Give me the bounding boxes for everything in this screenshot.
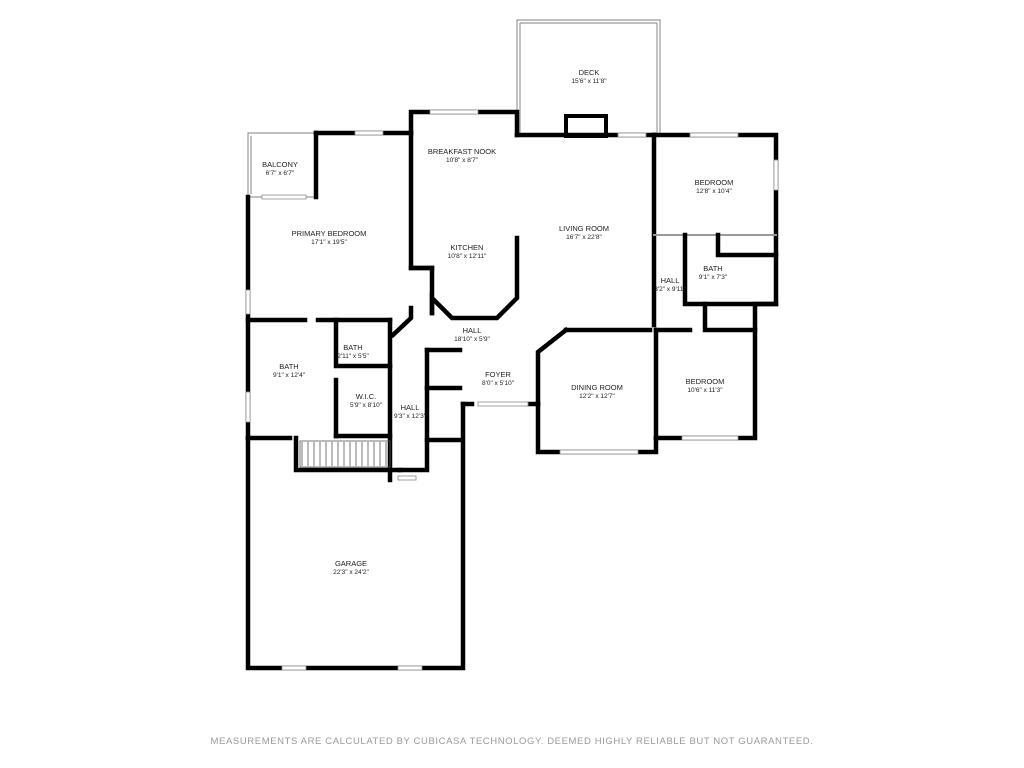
room-primary-bedroom: PRIMARY BEDROOM 17'1" x 19'5" — [292, 229, 367, 246]
room-deck: DECK 15'6" x 11'8" — [571, 68, 607, 85]
svg-text:BEDROOM: BEDROOM — [695, 178, 734, 187]
room-foyer: FOYER 8'0" x 5'10" — [482, 370, 515, 387]
room-bedroom-2: BEDROOM 10'6" x 11'3" — [686, 377, 725, 394]
svg-text:2'11" x 5'5": 2'11" x 5'5" — [337, 353, 369, 360]
svg-text:FOYER: FOYER — [485, 370, 511, 379]
svg-text:HALL: HALL — [463, 326, 482, 335]
room-hall-1: HALL 3'2" x 9'11" — [654, 276, 686, 293]
svg-text:KITCHEN: KITCHEN — [451, 243, 484, 252]
room-garage: GARAGE 22'3" x 24'2" — [333, 559, 369, 576]
svg-text:BREAKFAST NOOK: BREAKFAST NOOK — [428, 147, 496, 156]
deck-outline — [516, 19, 661, 135]
svg-text:12'8" x 10'4": 12'8" x 10'4" — [696, 188, 732, 195]
svg-text:22'3" x 24'2": 22'3" x 24'2" — [333, 569, 369, 576]
svg-text:HALL: HALL — [401, 403, 420, 412]
room-living-room: LIVING ROOM 16'7" x 22'8" — [559, 224, 609, 241]
stair-outline — [299, 440, 391, 468]
svg-text:6'7" x 6'7": 6'7" x 6'7" — [266, 170, 295, 177]
svg-text:10'8" x 12'11": 10'8" x 12'11" — [448, 253, 487, 260]
svg-text:BATH: BATH — [279, 362, 298, 371]
svg-text:9'3" x 12'3": 9'3" x 12'3" — [394, 413, 427, 420]
svg-text:12'2" x 12'7": 12'2" x 12'7" — [579, 393, 615, 400]
svg-text:DECK: DECK — [579, 68, 600, 77]
room-wic: W.I.C. 5'9" x 8'10" — [350, 392, 383, 409]
svg-text:8'0" x 5'10": 8'0" x 5'10" — [482, 380, 515, 387]
svg-text:BALCONY: BALCONY — [262, 160, 298, 169]
svg-text:HALL: HALL — [661, 276, 680, 285]
svg-text:9'1" x 7'3": 9'1" x 7'3" — [699, 274, 728, 281]
room-bath-primary: BATH 9'1" x 12'4" — [273, 362, 306, 379]
svg-text:9'1" x 12'4": 9'1" x 12'4" — [273, 372, 306, 379]
svg-text:BATH: BATH — [703, 264, 722, 273]
svg-text:3'2" x 9'11": 3'2" x 9'11" — [654, 286, 686, 293]
windows — [245, 109, 779, 671]
measurement-disclaimer: MEASUREMENTS ARE CALCULATED BY CUBICASA … — [210, 736, 814, 747]
svg-text:DINING ROOM: DINING ROOM — [571, 383, 623, 392]
svg-text:LIVING ROOM: LIVING ROOM — [559, 224, 609, 233]
room-bath-small: BATH 2'11" x 5'5" — [337, 343, 369, 360]
svg-text:BEDROOM: BEDROOM — [686, 377, 725, 386]
svg-text:15'6" x 11'8": 15'6" x 11'8" — [571, 78, 607, 85]
interior-walls — [245, 130, 779, 483]
svg-text:17'1" x 19'5": 17'1" x 19'5" — [311, 239, 347, 246]
room-labels: DECK 15'6" x 11'8" BALCONY 6'7" x 6'7" B… — [262, 68, 733, 576]
room-kitchen: KITCHEN 10'8" x 12'11" — [448, 243, 487, 260]
svg-text:PRIMARY BEDROOM: PRIMARY BEDROOM — [292, 229, 367, 238]
stairs — [299, 440, 391, 468]
room-bath-1: BATH 9'1" x 7'3" — [699, 264, 728, 281]
svg-text:5'9" x 8'10": 5'9" x 8'10" — [350, 402, 383, 409]
svg-text:16'7" x 22'8": 16'7" x 22'8" — [566, 234, 602, 241]
room-balcony: BALCONY 6'7" x 6'7" — [262, 160, 298, 177]
svg-text:10'8" x 8'7": 10'8" x 8'7" — [446, 157, 479, 164]
room-bedroom-1: BEDROOM 12'8" x 10'4" — [695, 178, 734, 195]
svg-text:BATH: BATH — [343, 343, 362, 352]
svg-text:18'10" x 5'9": 18'10" x 5'9" — [454, 336, 490, 343]
svg-text:W.I.C.: W.I.C. — [356, 392, 376, 401]
room-hall-2: HALL 9'3" x 12'3" — [394, 403, 427, 420]
svg-text:GARAGE: GARAGE — [335, 559, 367, 568]
svg-text:10'6" x 11'3": 10'6" x 11'3" — [687, 387, 723, 394]
room-hall-main: HALL 18'10" x 5'9" — [454, 326, 490, 343]
room-dining-room: DINING ROOM 12'2" x 12'7" — [571, 383, 623, 400]
room-breakfast-nook: BREAKFAST NOOK 10'8" x 8'7" — [428, 147, 496, 164]
